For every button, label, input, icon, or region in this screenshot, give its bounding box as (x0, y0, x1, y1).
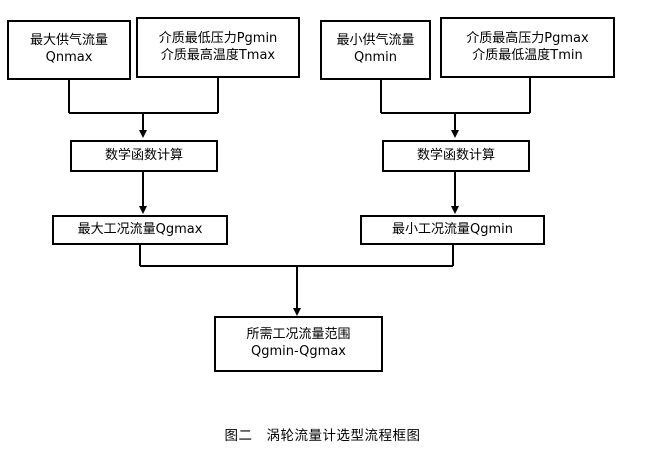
node-required-range-line2: Qgmin-Qgmax (251, 344, 346, 359)
figure-caption: 图二 涡轮流量计选型流程框图 (224, 428, 421, 444)
connector-bottom-merge (139, 245, 454, 316)
node-max-pressure-min-temp: 介质最高压力Pgmax 介质最低温度Tmin (440, 17, 615, 78)
node-max-supply-flow: 最大供气流量 Qnmax (7, 20, 131, 80)
node-max-supply-flow-line1: 最大供气流量 (29, 33, 108, 49)
node-min-pressure-max-temp-line2: 介质最高温度Tmax (160, 47, 276, 63)
node-min-supply-flow-line1: 最小供气流量 (336, 33, 415, 49)
node-max-pressure-min-temp-line1: 介质最高压力Pgmax (466, 30, 589, 46)
node-min-pressure-max-temp: 介质最低压力Pgmin 介质最高温度Tmax (136, 17, 300, 78)
node-min-supply-flow-line2: Qnmin (354, 50, 397, 65)
connector-left-merge (68, 78, 219, 138)
node-min-pressure-max-temp-line1: 介质最低压力Pgmin (158, 30, 278, 46)
node-required-range: 所需工况流量范围 Qgmin-Qgmax (214, 316, 383, 372)
node-qgmin: 最小工况流量Qgmin (360, 215, 545, 245)
node-min-supply-flow: 最小供气流量 Qnmin (320, 20, 431, 80)
node-qgmax-label: 最大工况流量Qgmax (77, 221, 203, 237)
node-math-calc-right: 数学函数计算 (382, 140, 530, 172)
node-math-calc-left: 数学函数计算 (70, 140, 218, 172)
node-math-calc-right-label: 数学函数计算 (416, 147, 495, 163)
node-qgmax: 最大工况流量Qgmax (52, 215, 228, 245)
node-max-pressure-min-temp-line2: 介质最低温度Tmin (472, 47, 583, 63)
node-math-calc-left-label: 数学函数计算 (104, 147, 183, 163)
node-required-range-line1: 所需工况流量范围 (246, 327, 351, 343)
node-max-supply-flow-line2: Qnmax (45, 50, 93, 65)
node-qgmin-label: 最小工况流量Qgmin (392, 221, 513, 237)
connector-right-merge (380, 78, 531, 138)
